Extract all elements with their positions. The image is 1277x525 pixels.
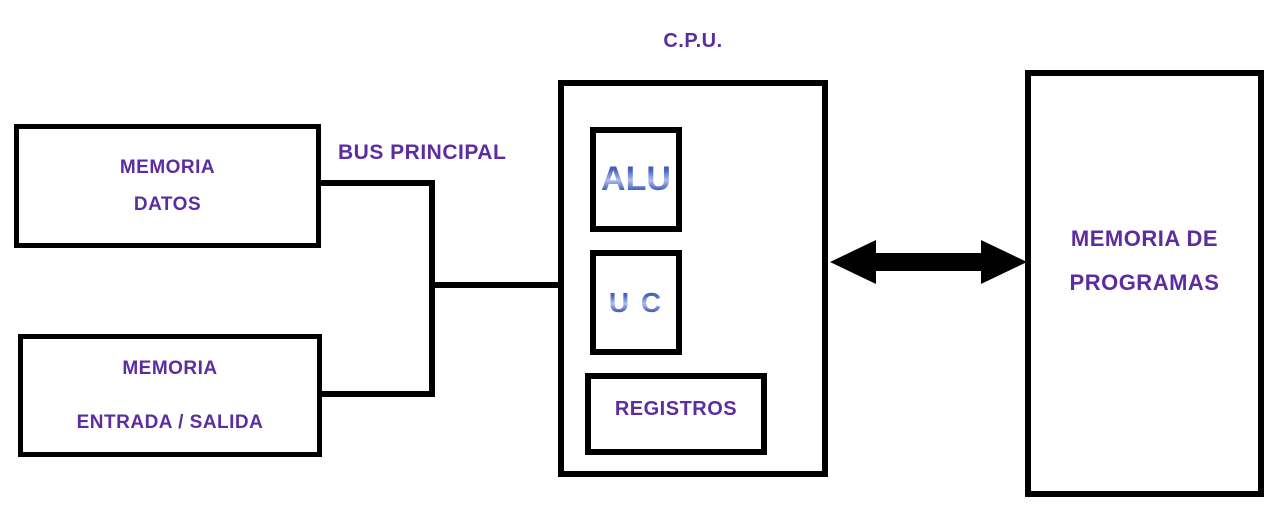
bus-line-entrada-salida: [319, 391, 435, 397]
bus-principal-label: BUS PRINCIPAL: [338, 141, 507, 164]
memoria-programas-label-line2: PROGRAMAS: [1069, 269, 1220, 295]
bus-line-datos: [318, 180, 435, 186]
memoria-entrada-salida-label-line2: ENTRADA / SALIDA: [76, 411, 264, 433]
memoria-programas-box: MEMORIA DE PROGRAMAS: [1025, 70, 1264, 497]
alu-label: ALU: [601, 160, 671, 198]
memoria-entrada-salida-label-line1: MEMORIA: [122, 357, 218, 379]
registros-label: REGISTROS: [614, 397, 738, 420]
memoria-datos-label-line2: DATOS: [133, 193, 202, 215]
uc-label: U C: [608, 286, 664, 318]
uc-box: U C: [590, 250, 682, 355]
memoria-datos-label-line1: MEMORIA: [119, 156, 216, 178]
bus-line-to-cpu: [429, 282, 560, 288]
registros-box: REGISTROS: [585, 373, 767, 455]
alu-box: ALU: [590, 127, 682, 232]
bidirectional-arrow-icon: [830, 238, 1027, 286]
memoria-entrada-salida-box: MEMORIA ENTRADA / SALIDA: [18, 334, 322, 457]
memoria-programas-label-line1: MEMORIA DE: [1070, 225, 1219, 251]
bus-line-vertical: [429, 180, 435, 397]
cpu-label: C.P.U.: [663, 30, 723, 52]
memoria-datos-box: MEMORIA DATOS: [14, 124, 321, 248]
